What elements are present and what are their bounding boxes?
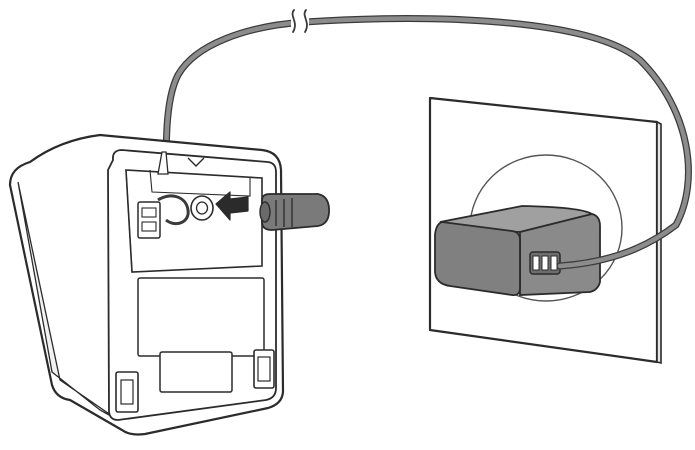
adapter-front [434, 221, 521, 297]
cord-loop [157, 194, 190, 226]
dc-plug-ridges [275, 198, 293, 227]
phone-base-back [8, 133, 285, 436]
insert-arrow-icon [215, 191, 249, 221]
dc-power-socket [190, 195, 214, 221]
rubber-foot-left [115, 371, 139, 413]
cable-break-symbol [291, 9, 309, 33]
bottom-slot [159, 351, 233, 393]
label-recess [137, 277, 265, 357]
rubber-foot-right [253, 349, 275, 389]
dc-plug-tip [259, 201, 271, 223]
power-adapter [434, 205, 601, 297]
wall-plate-edge [656, 120, 662, 365]
dc-plug [259, 193, 330, 231]
dc-plug-body [261, 193, 330, 231]
adapter-cord-socket [529, 251, 561, 275]
phone-line-jack [137, 201, 161, 239]
